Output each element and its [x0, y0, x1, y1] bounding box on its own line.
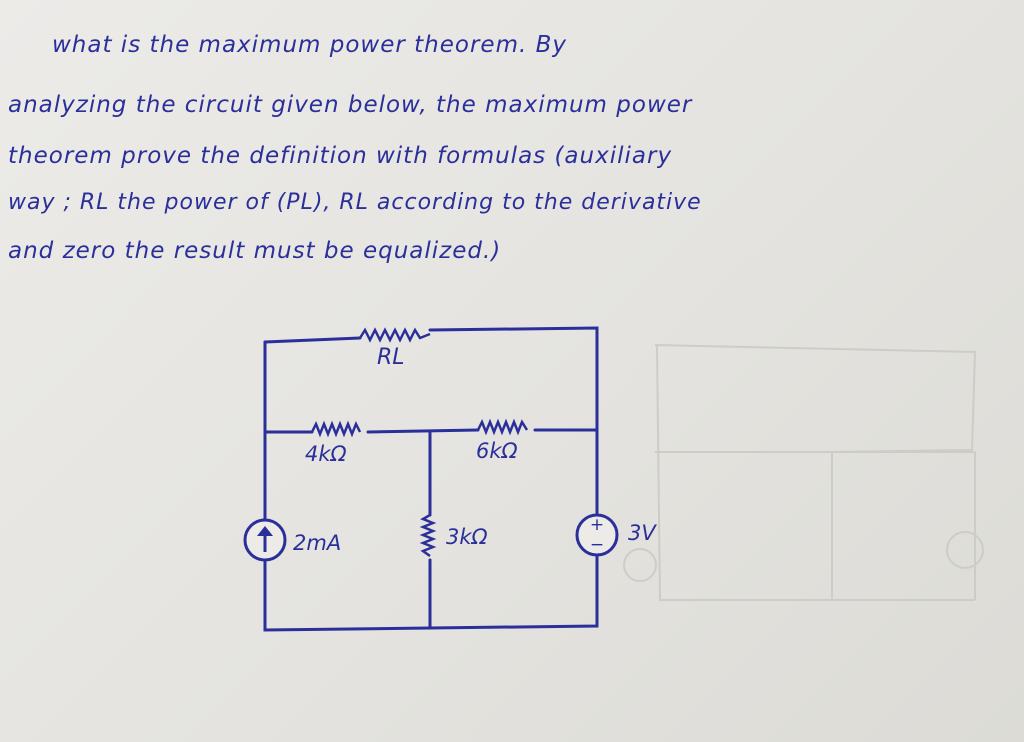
label-3k: 3kΩ [446, 525, 488, 549]
voltage-source-icon: + − [575, 513, 619, 557]
question-line-3: theorem prove the definition with formul… [8, 143, 673, 169]
svg-text:+: + [590, 515, 604, 535]
circuit-wires [263, 326, 599, 632]
resistor-rl [358, 327, 431, 343]
question-line-5: and zero the result must be equalized.) [8, 238, 502, 264]
question-line-1: what is the maximum power theorem. By [52, 32, 567, 58]
bleed-through-circuit [623, 344, 984, 601]
question-line-4: way ; RL the power of (PL), RL according… [8, 190, 702, 215]
resistor-3k [419, 513, 437, 558]
svg-text:−: − [590, 535, 604, 555]
question-line-2: analyzing the circuit given below, the m… [8, 92, 693, 118]
label-6k: 6kΩ [476, 439, 518, 463]
resistor-4k [310, 420, 362, 438]
label-2ma: 2mA [293, 531, 341, 555]
label-4k: 4kΩ [305, 442, 347, 466]
label-3v: 3V [628, 521, 657, 545]
label-rl: RL [377, 345, 405, 370]
resistor-6k [476, 418, 529, 436]
current-source-icon [243, 518, 287, 562]
